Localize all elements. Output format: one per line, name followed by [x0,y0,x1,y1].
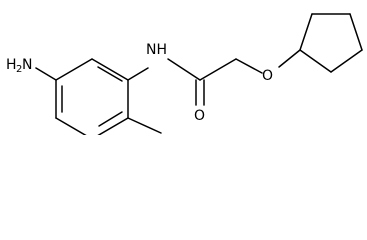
cp-bond-5 [299,49,332,73]
ring-double-bond-b [98,111,123,127]
ch2-ether-bond [235,58,263,74]
ether-oxygen-label: O [262,68,273,84]
ring-bond-5 [55,117,87,135]
amine-n-label: N [22,57,32,73]
ring-double-bond-a [97,66,123,82]
benzene-ring [55,58,129,135]
ring-bond-1 [55,58,93,81]
methyl-bond [127,117,162,134]
carbonyl-ch2-bond [199,58,237,81]
amine-subscript: 2 [16,64,22,75]
cp-bond-1 [299,13,313,51]
amide-nh-label: NH [146,42,167,58]
n-carbonyl-bond [167,58,201,81]
chemical-structure-diagram: H 2 N NH O O [6,13,363,135]
ring-bond-2 [91,58,129,81]
cyclopentane-ring [299,13,363,73]
cp-bond-4 [330,49,363,73]
ring-bond-4 [97,117,129,135]
aryl-n-bond [127,67,149,81]
ether-ring-bond [278,49,301,68]
amine-bond [35,67,57,81]
cp-bond-3 [349,13,363,51]
carbonyl-oxygen-label: O [194,108,205,124]
amine-label: H 2 N [6,57,32,75]
amine-h-label: H [6,57,17,73]
